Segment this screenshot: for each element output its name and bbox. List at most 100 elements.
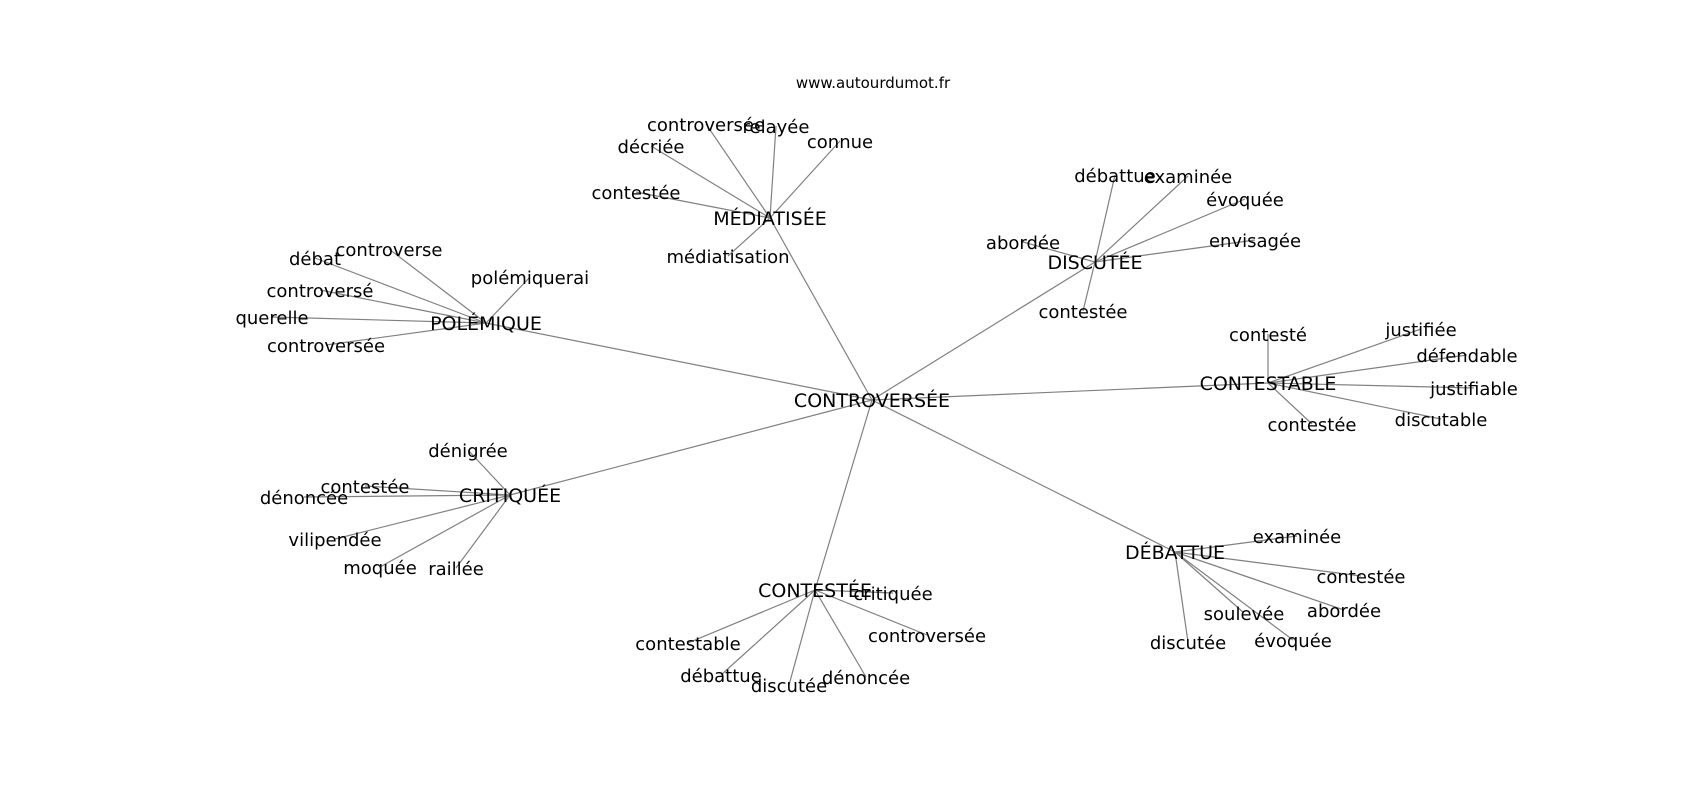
- edge-root-critiquee: [509, 399, 873, 496]
- edge-contestable-justifiable: [1267, 382, 1475, 389]
- edge-discutee-contestee: [1082, 261, 1096, 312]
- edges-layer: [271, 123, 1475, 686]
- edge-critiquee-denigree: [467, 449, 511, 496]
- leaf-node-soulevee[interactable]: soulevée: [1204, 604, 1285, 625]
- edge-debattue-examinee: [1174, 535, 1298, 553]
- leaf-node-polemiquerai[interactable]: polémiquerai: [471, 268, 589, 289]
- hub-node-critiquee[interactable]: CRITIQUÉE: [459, 484, 561, 507]
- leaf-node-controversee[interactable]: controversée: [267, 336, 385, 357]
- leaf-node-conteste[interactable]: contesté: [1229, 325, 1307, 346]
- edge-mediatisee-contestee: [635, 191, 771, 219]
- edge-root-contestee: [814, 399, 873, 591]
- edge-polemique-controversee: [325, 322, 487, 346]
- leaf-node-contestee[interactable]: contestée: [591, 183, 680, 204]
- edge-contestable-discutable: [1267, 382, 1442, 420]
- leaf-node-examinee[interactable]: examinée: [1144, 167, 1233, 188]
- edge-contestable-contestee: [1267, 382, 1313, 425]
- leaf-node-contestee[interactable]: contestée: [1267, 415, 1356, 436]
- leaf-node-evoquee[interactable]: évoquée: [1206, 190, 1284, 211]
- leaf-node-justifiable[interactable]: justifiable: [1429, 379, 1518, 400]
- leaf-node-discutee[interactable]: discutée: [1150, 633, 1226, 654]
- edge-contestable-defendable: [1267, 354, 1468, 384]
- leaf-node-contestable[interactable]: contestable: [635, 634, 740, 655]
- leaf-node-justifiee[interactable]: justifiée: [1384, 320, 1456, 341]
- leaf-node-debattue[interactable]: débattue: [1074, 166, 1156, 187]
- leaf-node-controverse[interactable]: controverse: [336, 240, 443, 261]
- edge-root-contestable: [871, 382, 1269, 401]
- root-node[interactable]: CONTROVERSÉE: [794, 389, 950, 412]
- hub-node-discutee[interactable]: DISCUTÉE: [1047, 251, 1142, 274]
- leaf-node-defendable[interactable]: défendable: [1416, 346, 1517, 367]
- leaf-node-examinee[interactable]: examinée: [1253, 527, 1342, 548]
- watermark-text: www.autourdumot.fr: [796, 74, 951, 92]
- edge-root-polemique: [485, 322, 873, 401]
- hub-node-debattue[interactable]: DÉBATTUE: [1125, 541, 1225, 564]
- leaf-node-evoquee[interactable]: évoquée: [1254, 631, 1332, 652]
- leaf-node-mediatisation[interactable]: médiatisation: [666, 247, 789, 268]
- edge-contestee-controversee: [814, 589, 928, 636]
- edge-polemique-controverse: [388, 248, 487, 324]
- edge-discutee-abordee: [1022, 241, 1096, 263]
- leaf-node-vilipendee[interactable]: vilipendée: [288, 530, 381, 551]
- edge-polemique-polemiquerai: [485, 276, 531, 324]
- edge-polemique-querelle: [271, 316, 487, 324]
- leaf-node-abordee[interactable]: abordée: [1307, 601, 1381, 622]
- leaf-node-contestee[interactable]: contestée: [1316, 567, 1405, 588]
- leaf-node-raillee[interactable]: raillée: [428, 559, 484, 580]
- edge-critiquee-moquee: [379, 494, 511, 568]
- edge-mediatisee-connue: [769, 140, 841, 219]
- leaf-node-controverse[interactable]: controversé: [267, 281, 374, 302]
- edge-contestee-critiquee: [814, 589, 894, 594]
- edge-contestee-denoncee: [814, 589, 867, 678]
- edge-contestee-discutee: [788, 589, 816, 686]
- edge-mediatisee-mediatisation: [727, 217, 771, 257]
- edge-debattue-contestee: [1174, 551, 1362, 577]
- hub-node-contestable[interactable]: CONTESTABLE: [1200, 373, 1337, 395]
- leaf-node-denoncee[interactable]: dénoncée: [822, 668, 910, 689]
- edge-root-discutee: [871, 261, 1096, 401]
- leaf-node-debattue[interactable]: débattue: [680, 666, 762, 687]
- leaf-node-discutee[interactable]: discutée: [751, 676, 827, 697]
- leaf-node-denigree[interactable]: dénigrée: [428, 441, 508, 462]
- edge-contestable-justifiee: [1267, 328, 1422, 384]
- hub-node-polemique[interactable]: POLÉMIQUE: [430, 312, 542, 335]
- edge-discutee-debattue: [1094, 174, 1116, 263]
- hub-node-contestee[interactable]: CONTESTÉE: [758, 579, 872, 602]
- edge-critiquee-vilipendee: [334, 494, 511, 540]
- leaf-node-abordee[interactable]: abordée: [986, 233, 1060, 254]
- edge-mediatisee-relayee: [769, 125, 777, 219]
- leaf-node-relayee[interactable]: relayée: [743, 117, 810, 138]
- leaf-node-contestee[interactable]: contestée: [1038, 302, 1127, 323]
- leaf-node-denoncee[interactable]: dénoncée: [260, 488, 348, 509]
- edge-discutee-evoquee: [1094, 198, 1246, 263]
- edge-polemique-controverse: [319, 289, 487, 324]
- edge-critiquee-raillee: [455, 494, 511, 569]
- leaf-node-contestee[interactable]: contestée: [320, 477, 409, 498]
- edge-root-mediatisee: [769, 217, 873, 401]
- edge-contestee-contestable: [687, 589, 816, 644]
- edge-discutee-examinee: [1094, 175, 1189, 263]
- labels-layer: www.autourdumot.fr CONTROVERSÉE MÉDIATISÉ…: [235, 74, 1517, 697]
- edge-debattue-evoquee: [1174, 551, 1294, 641]
- leaf-node-querelle[interactable]: querelle: [235, 308, 308, 329]
- leaf-node-moquee[interactable]: moquée: [343, 558, 417, 579]
- leaf-node-envisagee[interactable]: envisagée: [1209, 231, 1301, 252]
- edge-root-debattue: [871, 399, 1176, 553]
- edge-debattue-soulevee: [1174, 551, 1245, 614]
- leaf-node-controversee[interactable]: controversée: [647, 115, 765, 136]
- hub-node-mediatisee[interactable]: MÉDIATISÉE: [713, 207, 826, 230]
- leaf-node-connue[interactable]: connue: [807, 132, 873, 153]
- edge-contestee-debattue: [720, 589, 816, 676]
- edge-discutee-envisagee: [1094, 239, 1256, 263]
- edge-debattue-discutee: [1174, 551, 1189, 643]
- edge-debattue-abordee: [1174, 551, 1345, 611]
- leaf-node-controversee[interactable]: controversée: [868, 626, 986, 647]
- edge-critiquee-contestee: [364, 485, 511, 496]
- edge-mediatisee-controversee: [705, 123, 771, 219]
- edge-polemique-debat: [314, 257, 487, 324]
- leaf-node-critiquee[interactable]: critiquée: [853, 584, 932, 605]
- leaf-node-debat[interactable]: débat: [289, 249, 341, 270]
- leaf-node-decriee[interactable]: décriée: [618, 137, 685, 158]
- leaf-node-discutable[interactable]: discutable: [1395, 410, 1488, 431]
